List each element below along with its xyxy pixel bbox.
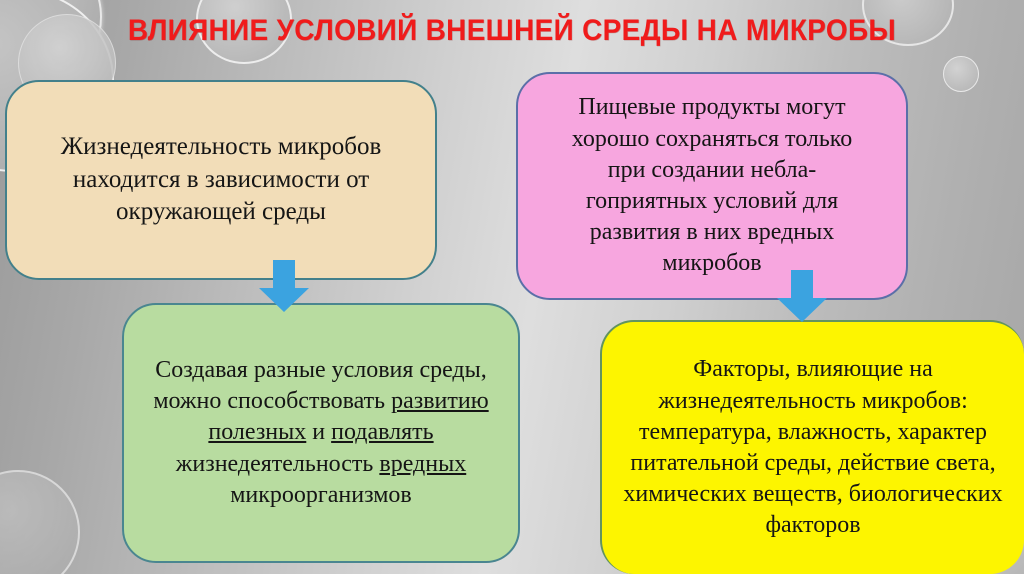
green-seg-6-underlined: вредных (379, 450, 467, 477)
green-seg-1: Создавая разные условия среды, можно спо… (153, 357, 487, 415)
pink-line-5: развития в них вредных (589, 219, 835, 246)
green-seg-5: жизнедеятельность (175, 450, 380, 477)
pink-line-3: при создании небла- (607, 156, 817, 183)
green-seg-2-underlined: развитию полезных (208, 388, 489, 446)
slide-title: ВЛИЯНИЕ УСЛОВИЙ ВНЕШНЕЙ СРЕДЫ НА МИКРОБЫ (127, 14, 897, 47)
statement-box-green: Создавая разные условия среды, можно спо… (122, 303, 520, 563)
statement-box-pink-text: Пищевые продукты могут хорошо сохранятьс… (572, 92, 853, 279)
pink-line-2: хорошо сохраняться только (571, 125, 853, 152)
green-seg-4-underlined: подавлять (331, 419, 434, 446)
pink-line-4: гоприятных условий для (585, 188, 839, 214)
statement-box-yellow-text: Факторы, влияющие на жизнедеятельность м… (623, 356, 1003, 539)
statement-box-beige: Жизнедеятельность микробов находится в з… (5, 80, 437, 280)
statement-box-green-text: Создавая разные условия среды, можно спо… (138, 355, 504, 511)
green-seg-7: микроорганизмов (230, 481, 412, 508)
pink-line-1: Пищевые продукты могут (578, 94, 846, 121)
green-seg-3: и (306, 419, 332, 446)
statement-box-yellow: Факторы, влияющие на жизнедеятельность м… (600, 320, 1024, 574)
background-bubble-icon (943, 56, 979, 92)
statement-box-pink: Пищевые продукты могут хорошо сохранятьс… (516, 72, 908, 300)
statement-box-beige-text: Жизнедеятельность микробов находится в з… (60, 133, 382, 226)
background-bubble-icon (0, 470, 80, 574)
pink-line-6: микробов (662, 250, 762, 277)
